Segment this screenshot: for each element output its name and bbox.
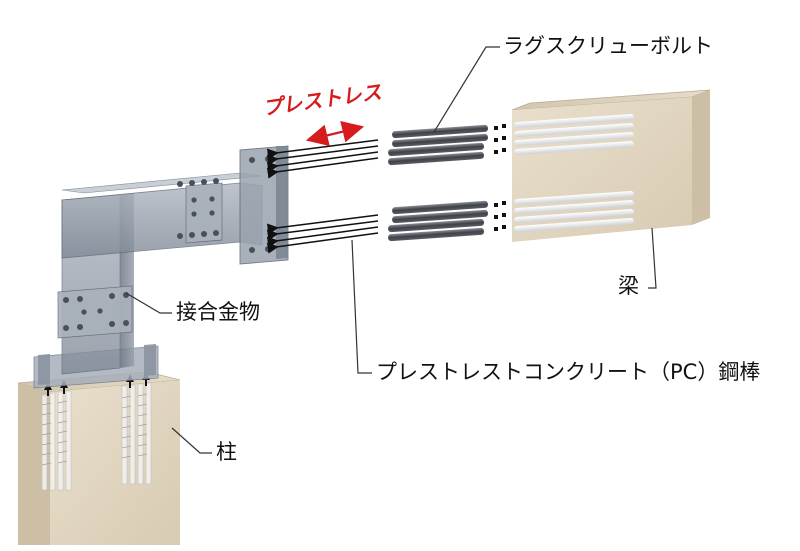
leader-joint-hardware [125, 292, 172, 314]
wood-column [17, 371, 181, 545]
leader-beam [648, 227, 657, 289]
pc-steel-bars [266, 139, 379, 254]
lag-screw-bolts [388, 124, 506, 242]
label-pc-steel-bar: プレストレストコンクリート（PC）鋼棒 [376, 360, 761, 384]
column-embedded-rods [41, 382, 152, 491]
beam-embedded-pipes [514, 114, 634, 232]
label-joint-hardware: 接合金物 [176, 300, 260, 324]
leader-pc-steel-bar [351, 239, 372, 374]
leader-column [171, 427, 212, 454]
nut-markers [494, 124, 506, 231]
leader-lines [125, 46, 657, 454]
joint-hardware [33, 145, 289, 389]
wood-beam [511, 89, 711, 242]
lag-screw-bolt-group-lower [388, 200, 488, 242]
label-column: 柱 [216, 440, 237, 464]
lag-screw-bolt-group-upper [388, 124, 488, 166]
label-lag-screw-bolt: ラグスクリューボルト [503, 34, 713, 58]
leader-lag-screw-bolt [433, 46, 500, 133]
label-beam: 梁 [618, 274, 639, 298]
prestress-arrow [305, 120, 365, 147]
